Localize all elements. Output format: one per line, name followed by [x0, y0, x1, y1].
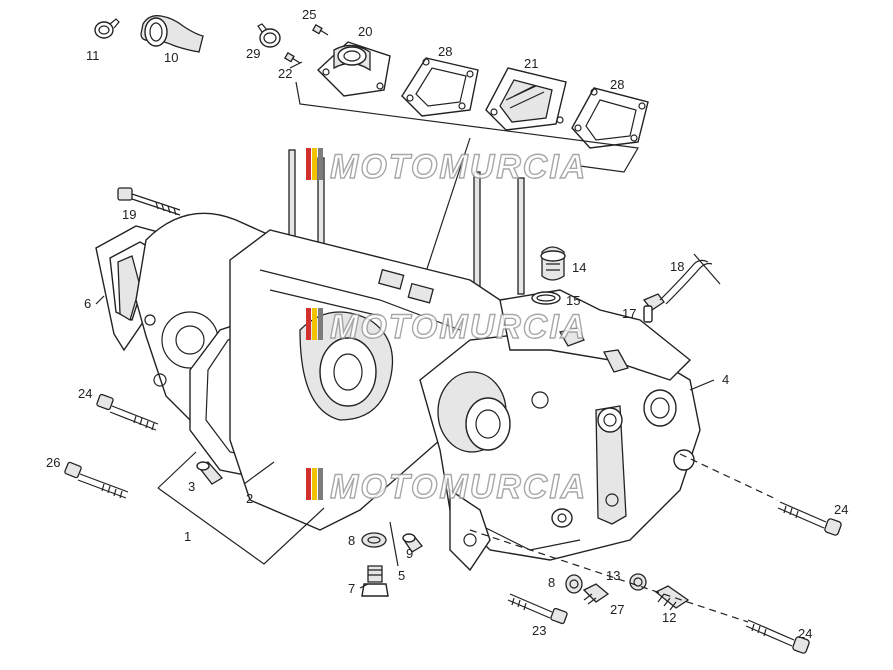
callout-21: 21: [524, 56, 538, 71]
crankcase-right-half: [419, 329, 701, 572]
callout-25: 25: [302, 7, 316, 22]
callout-1: 1: [184, 529, 191, 544]
leader-group-1: [157, 451, 325, 565]
gasket-28-left: [401, 57, 479, 117]
callout-12: 12: [662, 610, 676, 625]
assembly-line-lower: [469, 529, 749, 623]
dowel-pin-3: [196, 461, 224, 485]
callout-27: 27: [610, 602, 624, 617]
svg-text:MOTOMURCIA: MOTOMURCIA: [330, 468, 587, 506]
callout-17: 17: [622, 306, 636, 321]
crankcase-center: [229, 229, 531, 531]
bolt-24-right-upper: [777, 501, 842, 536]
callout-5: 5: [398, 568, 405, 583]
clamp-29: [257, 23, 281, 48]
callout-28-right: 28: [610, 77, 624, 92]
screw-22: [284, 52, 301, 64]
watermark-bottom: MOTOMURCIA: [306, 467, 587, 507]
breather-hose-18: [659, 253, 721, 305]
callout-9: 9: [406, 546, 413, 561]
washer-8-left: [361, 532, 387, 548]
callout-6: 6: [84, 296, 91, 311]
watermark-middle: MOTOMURCIA: [306, 307, 587, 347]
washer-8-right: [565, 574, 583, 594]
callout-3: 3: [188, 479, 195, 494]
intake-hose-10: [140, 15, 204, 53]
svg-text:MOTOMURCIA: MOTOMURCIA: [330, 148, 587, 186]
clamp-11: [94, 18, 120, 39]
callout-15: 15: [566, 293, 580, 308]
callout-11: 11: [86, 48, 100, 63]
gasket-28-right: [571, 87, 649, 149]
bolt-23: [507, 593, 568, 625]
svg-text:MOTOMURCIA: MOTOMURCIA: [330, 308, 587, 346]
leader-lines: [95, 61, 715, 589]
callout-29: 29: [246, 46, 260, 61]
callout-22: 22: [278, 66, 292, 81]
callout-24-right-upper: 24: [834, 502, 848, 517]
breather-fitting-17: [642, 293, 665, 323]
callout-4: 4: [722, 372, 729, 387]
o-ring-15: [531, 291, 561, 305]
crankcase-top-right: [499, 289, 692, 381]
callout-26: 26: [46, 455, 60, 470]
callout-13: 13: [606, 568, 620, 583]
callout-18: 18: [670, 259, 684, 274]
callout-labels: 1 2 3 4 5 6 7 8 8 9 10 11 12 13 14 15 17…: [46, 7, 848, 641]
callout-2: 2: [246, 491, 253, 506]
callout-7: 7: [348, 581, 355, 596]
intake-flange-20: [316, 41, 391, 97]
bolt-19: [117, 187, 181, 216]
watermark-top: MOTOMURCIA: [306, 147, 587, 187]
reed-valve-21: [485, 67, 567, 131]
dowel-pin-9: [402, 533, 423, 553]
callout-8-left: 8: [348, 533, 355, 548]
bolt-24-right-lower: [745, 619, 810, 654]
oil-filler-plug-14: [540, 246, 566, 281]
callout-24-left: 24: [78, 386, 92, 401]
washer-13: [629, 573, 647, 591]
drain-plug-7: [361, 565, 389, 597]
bolt-24-left: [96, 393, 159, 431]
callout-28-left: 28: [438, 44, 452, 59]
callout-20: 20: [358, 24, 372, 39]
callout-10: 10: [164, 50, 178, 65]
bolt-26: [64, 461, 129, 499]
callout-8-right: 8: [548, 575, 555, 590]
callout-14: 14: [572, 260, 586, 275]
callout-24-right-lower: 24: [798, 626, 812, 641]
drain-plug-27: [582, 583, 610, 605]
callout-19: 19: [122, 207, 136, 222]
cylinder-studs: [288, 149, 525, 295]
callout-23: 23: [532, 623, 546, 638]
assembly-line-upper: [679, 453, 779, 501]
screw-25: [312, 24, 329, 36]
bolt-12: [654, 585, 690, 611]
leader-group-top: [295, 81, 639, 173]
